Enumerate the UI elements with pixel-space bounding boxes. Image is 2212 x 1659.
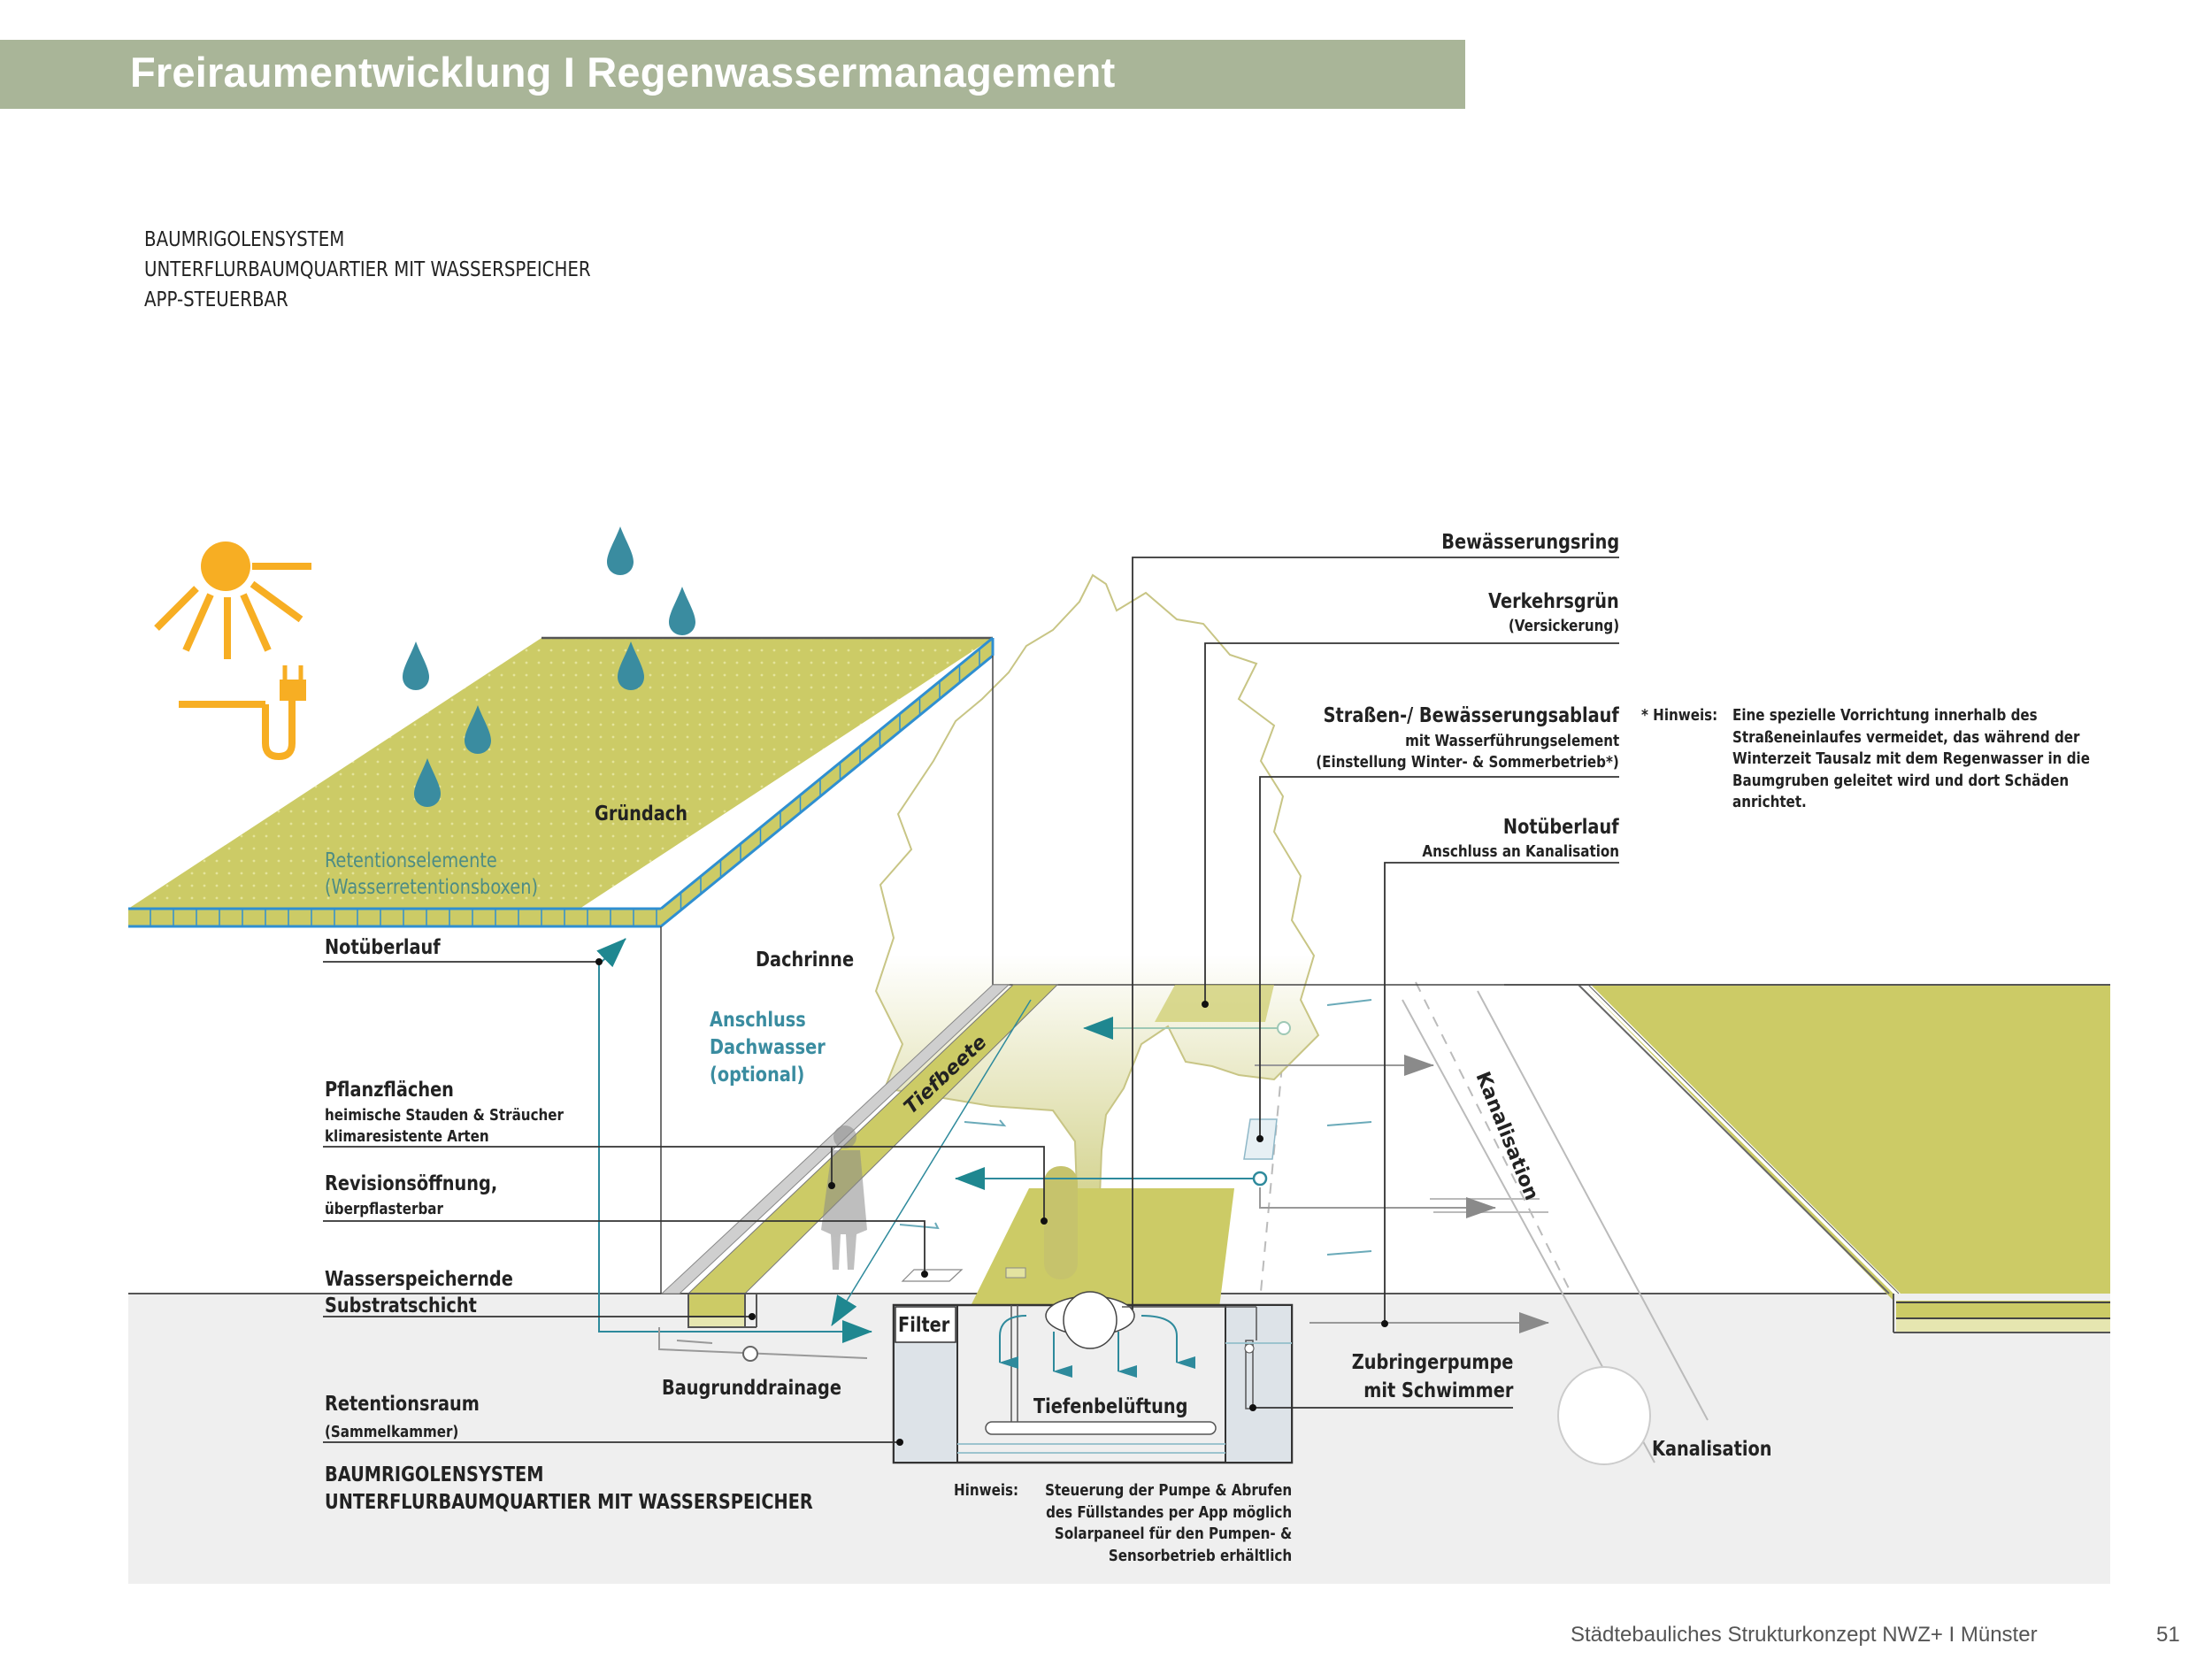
subtitle-line: APP-STEUERBAR [144, 288, 288, 311]
note-line: Solarpaneel für den Pumpen- & [1054, 1525, 1292, 1543]
label-zubringerpumpe: Zubringerpumpe [1351, 1351, 1513, 1374]
note-winter-text: Eine spezielle Vorrichtung innerhalb des… [1732, 705, 2090, 814]
label-bottom-title-1: BAUMRIGOLENSYSTEM [325, 1463, 544, 1486]
raindrop-icon [403, 526, 695, 807]
label-dachrinne: Dachrinne [756, 949, 855, 972]
sewer-pipe [1557, 1366, 1651, 1465]
note-line: Eine spezielle Vorrichtung innerhalb des [1732, 706, 2038, 725]
note-line: anrichtet. [1732, 793, 1807, 811]
label-dachwasser: Dachwasser [710, 1036, 826, 1059]
label-pflanz-sub1: heimische Stauden & Sträucher [325, 1106, 565, 1125]
label-versickerung: (Versickerung) [1508, 617, 1619, 635]
header-band [0, 40, 1465, 109]
label-anschluss-kanalisation: Anschluss an Kanalisation [1422, 842, 1619, 861]
label-bewaesserungsring: Bewässerungsring [1441, 531, 1619, 554]
verkehrsgruen-area [1504, 984, 2110, 1333]
note-line: Straßeneinlaufes vermeidet, das während … [1732, 727, 2080, 747]
note-line: Steuerung der Pumpe & Abrufen [1045, 1481, 1292, 1500]
label-retentionselemente: Retentionselemente [325, 849, 497, 872]
note-winter-label: * Hinweis: [1641, 706, 1718, 725]
rigole-box [892, 1291, 1294, 1464]
note-line: Sensorbetrieb erhältlich [1108, 1546, 1292, 1565]
revision-cover [901, 1269, 964, 1282]
label-einstellung: (Einstellung Winter- & Sommerbetrieb*) [1316, 753, 1619, 772]
label-revisionsoeffnung: Revisionsöffnung, [325, 1172, 498, 1195]
tree-icon [874, 573, 1320, 1266]
label-sammelkammer: (Sammelkammer) [325, 1423, 459, 1441]
label-wasserspeichernde: Wasserspeichernde [325, 1268, 513, 1291]
footer-text: Städtebauliches Strukturkonzept NWZ+ I M… [1571, 1623, 2038, 1647]
label-substratschicht: Substratschicht [325, 1294, 477, 1317]
sun-icon [154, 541, 311, 659]
label-mit-schwimmer: mit Schwimmer [1363, 1379, 1513, 1402]
label-verkehrsgruen: Verkehrsgrün [1488, 590, 1619, 613]
label-kanalisation-road: Kanalisation [1471, 1069, 1542, 1203]
label-notueberlauf-left: Notüberlauf [325, 936, 441, 959]
label-ueberpflasterbar: überpflasterbar [325, 1200, 443, 1218]
label-wasserfuehrungselement: mit Wasserführungselement [1404, 732, 1619, 750]
label-optional: (optional) [710, 1064, 805, 1087]
label-gruendach: Gründach [595, 803, 687, 826]
label-strassenablauf: Straßen-/ Bewässerungsablauf [1323, 704, 1619, 727]
note-app-text: Steuerung der Pumpe & Abrufen des Füllst… [1045, 1480, 1292, 1567]
note-line: Baumgruben geleitet wird und dort Schäde… [1732, 771, 2070, 790]
label-retentionsraum: Retentionsraum [325, 1393, 480, 1416]
tree-pit-surface [970, 1188, 1234, 1308]
page-title: Freiraumentwicklung I Regenwassermanagem… [130, 49, 1116, 96]
label-tiefenbelueftung: Tiefenbelüftung [1033, 1395, 1188, 1418]
inlet-ring [1252, 1171, 1268, 1187]
note-line: Winterzeit Tausalz mit dem Regenwasser i… [1732, 749, 2090, 768]
label-baugrunddrainage: Baugrunddrainage [662, 1377, 841, 1400]
label-pflanz-sub2: klimaresistente Arten [325, 1127, 489, 1146]
label-pflanzflaechen: Pflanzflächen [325, 1079, 454, 1102]
label-anschluss: Anschluss [710, 1009, 806, 1032]
label-filter: Filter [898, 1314, 950, 1337]
system-subtitle: BAUMRIGOLENSYSTEM UNTERFLURBAUMQUARTIER … [144, 225, 591, 315]
person-silhouette-icon [821, 1125, 867, 1270]
subtitle-line: UNTERFLURBAUMQUARTIER MIT WASSERSPEICHER [144, 258, 591, 281]
label-bottom-title-2: UNTERFLURBAUMQUARTIER MIT WASSERSPEICHER [325, 1491, 813, 1514]
label-kanalisation: Kanalisation [1652, 1438, 1772, 1461]
label-notueberlauf-right: Notüberlauf [1503, 816, 1619, 839]
label-wasserretentionsboxen: (Wasserretentionsboxen) [325, 876, 539, 899]
page-number: 51 [2156, 1623, 2180, 1647]
note-line: des Füllstandes per App möglich [1045, 1502, 1292, 1522]
subtitle-line: BAUMRIGOLENSYSTEM [144, 228, 345, 251]
note-app-label: Hinweis: [954, 1481, 1019, 1500]
power-plug-icon [179, 665, 306, 761]
aeration-arrows [999, 1315, 1195, 1378]
green-roof [128, 636, 995, 928]
